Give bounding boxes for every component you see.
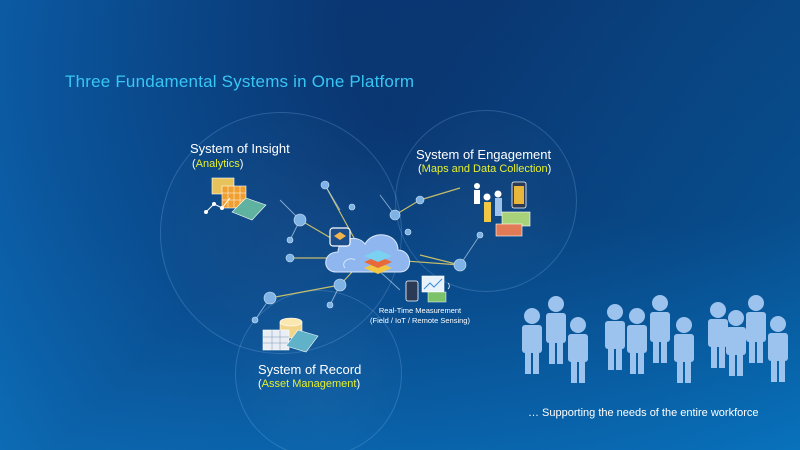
asset-grid-icon [262, 329, 319, 353]
realtime-label: Real-Time Measurement (Field / IoT / Rem… [355, 306, 485, 326]
insight-subtitle: (Analytics) [192, 158, 243, 170]
person-icon [627, 308, 647, 374]
network-node [320, 180, 330, 190]
network-node [453, 258, 467, 272]
engagement-subtitle-text: Maps and Data Collection [421, 163, 548, 175]
network-node [285, 253, 295, 263]
network-node [476, 231, 484, 239]
paren-open: ( [258, 378, 262, 390]
paren-open: ( [418, 163, 422, 175]
insight-subtitle-text: Analytics [195, 158, 240, 170]
network-node [404, 228, 412, 236]
person-icon [674, 317, 694, 383]
network-node [263, 291, 277, 305]
record-title: System of Record [258, 362, 362, 377]
network-node [389, 209, 401, 221]
network-node [251, 316, 259, 324]
realtime-label-line1: Real-Time Measurement [378, 306, 462, 315]
analytics-icon [204, 177, 267, 221]
person-icon [605, 304, 625, 370]
person-icon [708, 302, 728, 368]
network-node [333, 278, 347, 292]
person-icon [522, 308, 542, 374]
realtime-label-line2: (Field / IoT / Remote Sensing) [370, 316, 470, 325]
sensor-device-icon [405, 275, 450, 303]
record-subtitle: (Asset Management) [258, 378, 360, 390]
slide-title: Three Fundamental Systems in One Platfor… [65, 72, 415, 91]
record-circle [235, 290, 402, 450]
network-node [286, 236, 294, 244]
layers-icon [364, 250, 392, 274]
paren-close: ) [356, 378, 361, 390]
engagement-title: System of Engagement [416, 147, 552, 162]
person-icon [768, 316, 788, 382]
engagement-subtitle: (Maps and Data Collection) [418, 163, 551, 175]
insight-title: System of Insight [190, 141, 290, 156]
field-workers-icon [474, 183, 502, 222]
paren-open: ( [192, 158, 196, 170]
map-tiles-icon [495, 211, 531, 237]
person-icon [746, 295, 766, 363]
engagement-circle [395, 110, 577, 292]
person-icon [726, 310, 746, 376]
paren-close: ) [239, 158, 244, 170]
network-node [348, 203, 356, 211]
network-node [415, 195, 425, 205]
mobile-device-icon [511, 181, 527, 209]
workforce-tagline: … Supporting the needs of the entire wor… [528, 407, 759, 419]
person-icon [650, 295, 670, 363]
paren-close: ) [547, 163, 552, 175]
person-icon [568, 317, 588, 383]
network-nodes [251, 180, 484, 324]
record-subtitle-text: Asset Management [261, 378, 357, 390]
workforce-people-icon [522, 295, 788, 383]
network-node [326, 301, 334, 309]
person-icon [546, 296, 566, 364]
app-badge-icon [329, 227, 351, 247]
network-node [293, 213, 307, 227]
